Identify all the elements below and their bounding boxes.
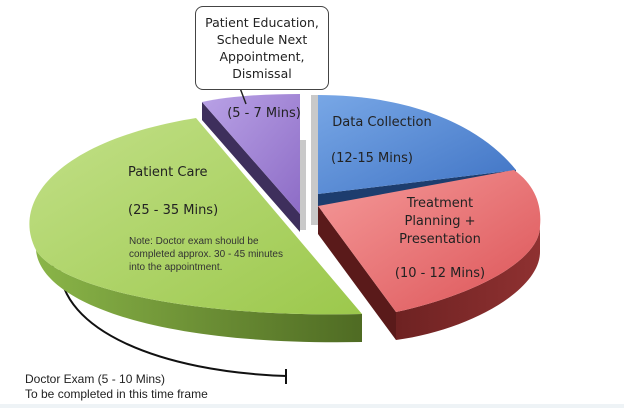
callout-pointer	[239, 87, 247, 105]
note-line: completed approx. 30 - 45 minutes	[129, 249, 283, 260]
doctor-exam-label: Doctor Exam (5 - 10 Mins) To be complete…	[25, 372, 208, 402]
doctor-exam-line2: To be completed in this time frame	[25, 387, 208, 401]
slice-patient-education	[202, 94, 306, 232]
patient-care-note: Note: Doctor exam should be completed ap…	[129, 235, 319, 274]
slice-patient-care	[29, 118, 362, 343]
data-collection-range: (12-15 Mins)	[331, 151, 413, 166]
note-line: into the appointment.	[129, 262, 223, 273]
education-callout: Patient Education, Schedule Next Appoint…	[195, 6, 329, 90]
treatment-title-line: Planning +	[404, 214, 476, 229]
patient-care-range: (25 - 35 Mins)	[128, 203, 219, 218]
callout-line: Appointment,	[219, 49, 305, 64]
slice-treatment-planning	[318, 170, 541, 340]
data-collection-title: Data Collection	[332, 115, 432, 130]
treatment-range: (10 - 12 Mins)	[394, 266, 486, 281]
bottom-strip	[0, 404, 624, 408]
education-range: (5 - 7 Mins)	[227, 106, 301, 121]
doctor-exam-line1: Doctor Exam (5 - 10 Mins)	[25, 372, 166, 386]
callout-line: Schedule Next	[216, 32, 308, 47]
note-line: Note: Doctor exam should be	[129, 236, 259, 247]
patient-care-title: Patient Care	[128, 165, 208, 180]
callout-line: Patient Education,	[205, 15, 319, 30]
treatment-title-line: Treatment	[406, 196, 474, 211]
treatment-title: Treatment Planning + Presentation	[380, 195, 500, 249]
treatment-title-line: Presentation	[399, 232, 481, 247]
callout-line: Dismissal	[232, 66, 292, 81]
